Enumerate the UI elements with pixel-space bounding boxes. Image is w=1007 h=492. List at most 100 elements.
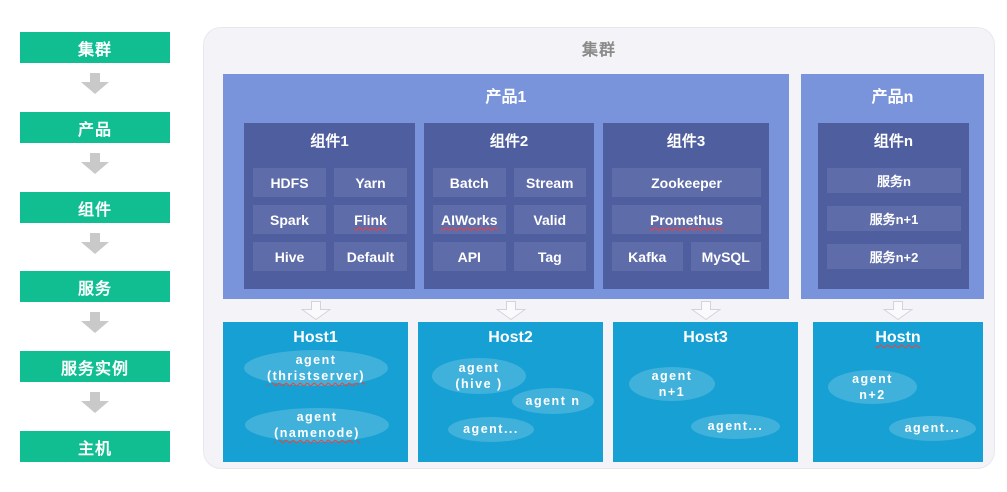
flow-box-product: 产品 <box>20 112 170 143</box>
service-label: MySQL <box>701 248 750 265</box>
service-hive: Hive <box>253 242 326 271</box>
service-label: HDFS <box>270 174 309 191</box>
flow-label: 主机 <box>77 440 112 458</box>
service-batch: Batch <box>433 168 506 197</box>
down-arrow-icon <box>81 233 109 254</box>
components-row: 组件1 HDFS Yarn Spark Flink Hive Default 组… <box>244 123 769 289</box>
hollow-down-arrow-icon <box>300 301 332 321</box>
flow-box-host: 主机 <box>20 431 170 462</box>
down-arrow-icon <box>81 73 109 94</box>
component-3-box: 组件3 Zookeeper Promethus Kafka MySQL <box>603 123 769 289</box>
service-label: 服务n+2 <box>869 250 919 265</box>
service-label: 服务n+1 <box>869 212 919 227</box>
service-valid: Valid <box>513 205 586 234</box>
agent-label: n+1 <box>658 385 686 399</box>
flow-box-component: 组件 <box>20 192 170 223</box>
components-row: 组件n 服务n 服务n+1 服务n+2 <box>818 123 969 289</box>
cluster-panel-title: 集群 <box>581 42 616 59</box>
service-aiworks: AIWorks <box>433 205 506 234</box>
flow-label: 产品 <box>77 121 112 139</box>
agent-ellipse: agent (thristserver) <box>244 350 388 386</box>
component-title: 组件1 <box>310 133 349 150</box>
agent-label: agent <box>295 352 337 367</box>
component-1-box: 组件1 HDFS Yarn Spark Flink Hive Default <box>244 123 415 289</box>
host-n-box: Hostn agent n+2 agent... <box>813 322 983 462</box>
service-label: Kafka <box>628 248 667 265</box>
flow-label: 服务实例 <box>60 360 129 378</box>
agent-ellipse: agent (hive ) <box>432 358 526 394</box>
component-title: 组件2 <box>489 133 529 150</box>
service-yarn: Yarn <box>334 168 407 197</box>
service-n: 服务n <box>827 168 961 193</box>
flow-label: 组件 <box>77 201 112 219</box>
service-spark: Spark <box>253 205 326 234</box>
agent-label: agent... <box>463 422 519 437</box>
service-label: 服务n <box>877 174 911 189</box>
services-grid: 服务n 服务n+1 服务n+2 <box>827 168 961 269</box>
agent-ellipse: agent n <box>512 388 594 414</box>
service-kafka: Kafka <box>612 242 683 271</box>
agent-ellipse: agent... <box>691 414 780 439</box>
service-label: Yarn <box>355 174 386 191</box>
service-label: Default <box>346 248 395 265</box>
service-label: Tag <box>537 248 562 265</box>
service-flink: Flink <box>334 205 407 234</box>
flow-label: 服务 <box>77 280 112 298</box>
service-hdfs: HDFS <box>253 168 326 197</box>
agent-label: agent <box>852 371 893 386</box>
service-label: Flink <box>354 211 387 228</box>
flow-box-cluster: 集群 <box>20 32 170 63</box>
services-grid: Zookeeper Promethus Kafka MySQL <box>612 168 761 271</box>
hollow-down-arrow-icon <box>690 301 722 321</box>
agent-label: (hive ) <box>455 377 503 391</box>
agent-ellipse: agent n+1 <box>629 367 715 401</box>
service-label: API <box>457 248 481 265</box>
service-default: Default <box>334 242 407 271</box>
product-n-box: 产品n 组件n 服务n 服务n+1 服务n+2 <box>801 74 984 299</box>
service-label: Hive <box>274 248 305 265</box>
host-title: Host1 <box>293 329 338 346</box>
agent-ellipse: agent n+2 <box>828 370 917 404</box>
flow-label: 集群 <box>77 41 112 59</box>
service-label: Spark <box>270 211 309 228</box>
agent-label: agent <box>651 368 693 383</box>
host-3-box: Host3 agent n+1 agent... <box>613 322 798 462</box>
flow-box-service: 服务 <box>20 271 170 302</box>
service-tag: Tag <box>513 242 586 271</box>
flow-box-service-instance: 服务实例 <box>20 351 170 382</box>
host-title: Host3 <box>683 329 728 346</box>
agent-label: agent... <box>707 419 764 434</box>
agent-ellipse: agent (namenode) <box>245 408 389 442</box>
service-zookeeper: Zookeeper <box>612 168 761 197</box>
agent-label: agent... <box>904 421 961 436</box>
component-title: 组件n <box>873 133 914 150</box>
down-arrow-icon <box>81 392 109 413</box>
down-arrow-icon <box>81 153 109 174</box>
service-label: AIWorks <box>440 211 498 228</box>
service-n2: 服务n+2 <box>827 244 961 269</box>
agent-label: agent <box>296 409 338 424</box>
host-2-box: Host2 agent (hive ) agent n agent... <box>418 322 603 462</box>
agent-label: agent <box>458 360 500 375</box>
services-grid: HDFS Yarn Spark Flink Hive Default <box>253 168 407 271</box>
host-title: Hostn <box>875 329 921 346</box>
product-1-box: 产品1 组件1 HDFS Yarn Spark Flink Hive Defau… <box>223 74 789 299</box>
product-title: 产品1 <box>485 89 527 106</box>
agent-label: (thristserver) <box>266 369 366 383</box>
agent-label: n+2 <box>859 388 886 402</box>
agent-ellipse: agent... <box>889 416 976 441</box>
hollow-down-arrow-icon <box>495 301 527 321</box>
component-n-box: 组件n 服务n 服务n+1 服务n+2 <box>818 123 969 289</box>
cluster-panel: 集群 产品1 组件1 HDFS Yarn Spark Flink Hive De… <box>203 27 995 469</box>
agent-ellipse: agent... <box>448 417 534 442</box>
product-title: 产品n <box>871 89 914 106</box>
service-promethus: Promethus <box>612 205 761 234</box>
down-arrow-icon <box>81 312 109 333</box>
agent-label: agent n <box>525 393 581 408</box>
service-label: Batch <box>449 174 489 191</box>
service-label: Stream <box>526 174 574 191</box>
service-stream: Stream <box>513 168 586 197</box>
host-1-box: Host1 agent (thristserver) agent (nameno… <box>223 322 408 462</box>
service-label: Valid <box>533 211 567 228</box>
agent-label: (namenode) <box>274 426 360 440</box>
